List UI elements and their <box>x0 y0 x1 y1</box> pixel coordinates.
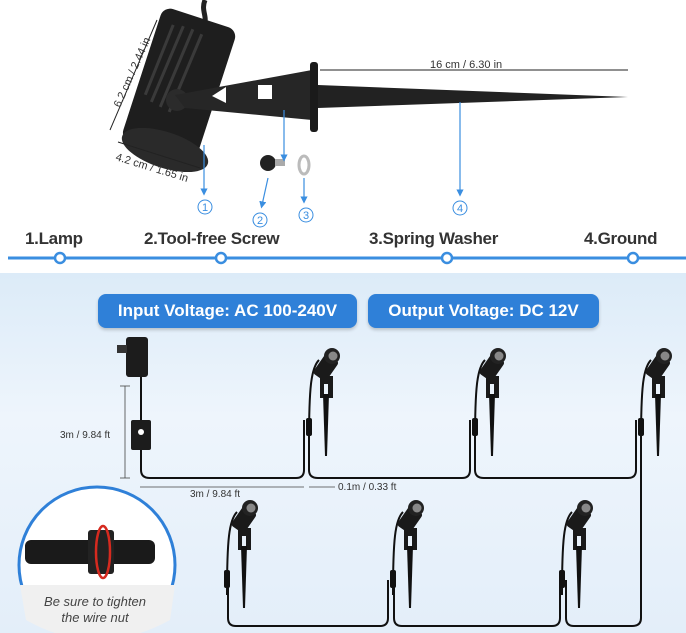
wiring <box>140 420 642 627</box>
tip-line-2: the wire nut <box>61 610 129 625</box>
vertical-cable-length: 3m / 9.84 ft <box>60 430 110 441</box>
between-cable-length: 0.1m / 0.33 ft <box>338 482 397 493</box>
dimension-lines <box>109 19 628 169</box>
wire-nut-tip: Be sure to tighten the wire nut <box>30 594 160 626</box>
callout-arrows <box>200 102 464 209</box>
cable-dimensions <box>120 385 335 488</box>
tip-line-1: Be sure to tighten <box>44 594 146 609</box>
power-adapter <box>117 337 151 450</box>
part-label-screw: 2.Tool-free Screw <box>144 229 280 248</box>
callout-4: 4 <box>457 203 463 215</box>
parts-timeline <box>8 251 686 265</box>
part-label-washer: 3.Spring Washer <box>369 229 499 248</box>
callout-2: 2 <box>257 215 263 227</box>
callout-3: 3 <box>303 210 309 222</box>
callout-1: 1 <box>202 202 208 214</box>
wire-nut-inset <box>17 485 177 633</box>
part-label-ground: 4.Ground <box>584 229 658 248</box>
part-label-lamp: 1.Lamp <box>25 229 83 248</box>
spike-length-dimension: 16 cm / 6.30 in <box>430 59 502 71</box>
input-voltage-badge: Input Voltage: AC 100-240V <box>98 294 357 328</box>
output-voltage-badge: Output Voltage: DC 12V <box>368 294 599 328</box>
horizontal-cable-length: 3m / 9.84 ft <box>190 489 240 500</box>
lamp-with-spike <box>121 0 628 176</box>
